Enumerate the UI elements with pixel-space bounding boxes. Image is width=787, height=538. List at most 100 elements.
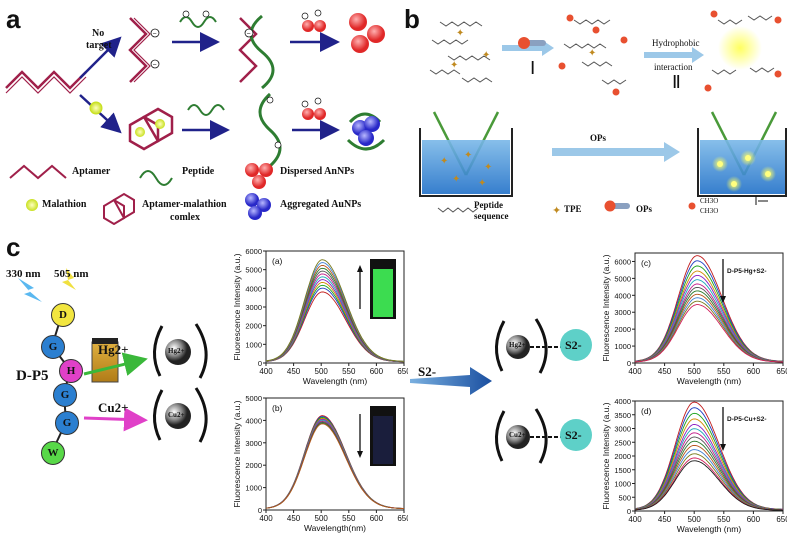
residue-g-1: G (41, 335, 65, 359)
no-target-label-1: No (92, 28, 105, 39)
x-tick-label: 650 (397, 367, 408, 376)
legend-aggregated-label: Aggregated AuNPs (280, 199, 362, 210)
svg-text:✦: ✦ (464, 150, 472, 161)
residue-d-0: D (51, 303, 75, 327)
x-tick-label: 400 (628, 515, 642, 524)
hg-label: Hg2+ (98, 342, 129, 357)
y-tick-label: 1500 (614, 466, 631, 475)
legend-tpe-icon: ✦ (552, 205, 561, 217)
cu-ball-label-2: Cu2+ (509, 431, 526, 439)
x-tick-label: 400 (259, 367, 273, 376)
spectrum-series-13 (634, 304, 783, 363)
y-tick-label: 4000 (245, 284, 262, 293)
arrow-no-target (79, 36, 122, 79)
hydrophobic-label-1: Hydrophobic (652, 38, 700, 48)
y-tick-label: 6000 (614, 257, 631, 266)
panel-c-schematic (18, 268, 208, 453)
x-tick-label: 650 (397, 514, 408, 523)
x-tick-label: 650 (776, 367, 787, 376)
residue-g-3: G (53, 383, 77, 407)
step-2-label: Ⅱ (672, 72, 681, 92)
s2-ball-label-2: S2- (565, 428, 582, 442)
cu-ball-label: Cu2+ (168, 411, 185, 419)
y-tick-label: 3500 (614, 411, 631, 420)
legend-malathion-icon (26, 199, 38, 211)
y-tick-label: 1000 (614, 342, 631, 351)
y-tick-label: 5000 (245, 394, 262, 403)
x-tick-label: 450 (287, 514, 301, 523)
legend-complex-icon (103, 192, 135, 225)
x-tick-label: 550 (342, 514, 356, 523)
x-tick-label: 550 (717, 367, 731, 376)
cu-complex (153, 387, 208, 443)
x-tick-label: 450 (658, 367, 672, 376)
residue-h-2: H (59, 359, 83, 383)
excitation-label: 330 nm (6, 268, 41, 280)
hydrophobic-label-2: interaction (654, 62, 693, 72)
panel-label: (c) (641, 258, 651, 268)
hg-ball-label-2: Hg2+ (509, 341, 526, 349)
y-tick-label: 3000 (614, 308, 631, 317)
spectrum-series-14 (634, 460, 783, 511)
y-tick-label: 0 (258, 359, 262, 368)
malathion-molecule (89, 101, 103, 115)
svg-text:✦: ✦ (478, 178, 486, 189)
panel-a-label: a (6, 4, 21, 34)
spectrum-series-10 (265, 423, 405, 510)
legend-ch3o-2: CH3O (700, 207, 719, 215)
svg-text:✦: ✦ (588, 48, 596, 59)
dispersed-aunps (349, 13, 385, 53)
y-axis-label: Fluorescence Intensity (a.u.) (232, 400, 242, 507)
legend-ops-molecule-icon (688, 202, 696, 210)
x-tick-label: 450 (658, 515, 672, 524)
y-tick-label: 3000 (614, 425, 631, 434)
legend-peptide-sequence-icon (437, 207, 479, 213)
residue-g-4: G (55, 411, 79, 435)
y-tick-label: 4000 (614, 291, 631, 300)
y-tick-label: 0 (627, 507, 631, 516)
legend-ch3o-1: CH3O (700, 197, 719, 205)
aptamer-unfolded (128, 17, 151, 83)
no-target-label-2: target (86, 40, 112, 51)
legend-peptide-label-1: Peptide (474, 200, 503, 210)
legend-complex-label-2: comlex (170, 212, 200, 223)
panel-b-label: b (404, 4, 420, 34)
excitation-bolt-icon (18, 278, 42, 302)
legend-ops-label: OPs (636, 204, 653, 214)
y-tick-label: 5000 (245, 266, 262, 275)
y-tick-label: 2000 (245, 322, 262, 331)
y-tick-label: 1000 (245, 340, 262, 349)
cu-arrow (83, 407, 148, 432)
legend-malathion-label: Malathion (42, 199, 87, 210)
s2-ball-2 (560, 419, 592, 451)
svg-text:✦: ✦ (452, 174, 460, 185)
legend-dispersed-icon (245, 163, 273, 189)
aie-glow (718, 26, 762, 70)
ops-arrow-label: OPs (590, 133, 607, 143)
decrease-arrow-head-0 (720, 296, 726, 303)
x-tick-label: 500 (315, 367, 329, 376)
x-axis-label: Wavelength (nm) (677, 524, 742, 534)
y-tick-label: 1000 (614, 480, 631, 489)
y-tick-label: 3000 (245, 439, 262, 448)
svg-text:✦: ✦ (450, 60, 458, 71)
x-tick-label: 550 (342, 367, 356, 376)
step-1-label: Ⅰ (530, 58, 536, 78)
x-tick-label: 500 (688, 367, 702, 376)
chart-a: 4004505005506006500100020003000400050006… (232, 247, 408, 386)
panel-label: (b) (272, 403, 283, 413)
beaker-before: ✦ ✦ ✦ ✦ ✦ (419, 111, 513, 197)
legend-complex-label-1: Aptamer-malathion (142, 199, 227, 210)
emission-label: 505 nm (54, 268, 89, 280)
vial-green-inset-liquid (373, 269, 393, 317)
x-axis-label: Wavelength(nm) (304, 523, 366, 533)
increase-arrow-head (357, 265, 363, 272)
y-tick-label: 1000 (245, 484, 262, 493)
peptide-cluster-1 (429, 21, 493, 83)
vial-yellow (91, 338, 119, 383)
y-tick-label: 2000 (614, 325, 631, 334)
x-tick-label: 500 (315, 514, 329, 523)
x-tick-label: 550 (717, 515, 731, 524)
x-tick-label: 450 (287, 367, 301, 376)
x-tick-label: 650 (776, 515, 787, 524)
